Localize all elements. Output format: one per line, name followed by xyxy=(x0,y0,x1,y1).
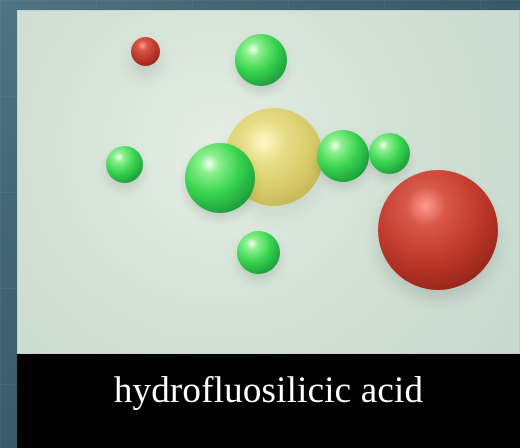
large-red-atom xyxy=(378,170,498,290)
green-atom-left xyxy=(106,146,143,183)
green-atom-top xyxy=(235,34,287,86)
caption-bar: hydrofluosilicic acid xyxy=(17,354,520,448)
green-atom-right xyxy=(317,130,369,182)
molecule-scene xyxy=(17,10,520,354)
small-red-atom xyxy=(131,37,160,66)
green-atom-far-right xyxy=(369,133,410,174)
green-atom-front-left xyxy=(185,143,255,213)
green-atom-bottom xyxy=(237,231,280,274)
caption-text: hydrofluosilicic acid xyxy=(113,370,424,411)
